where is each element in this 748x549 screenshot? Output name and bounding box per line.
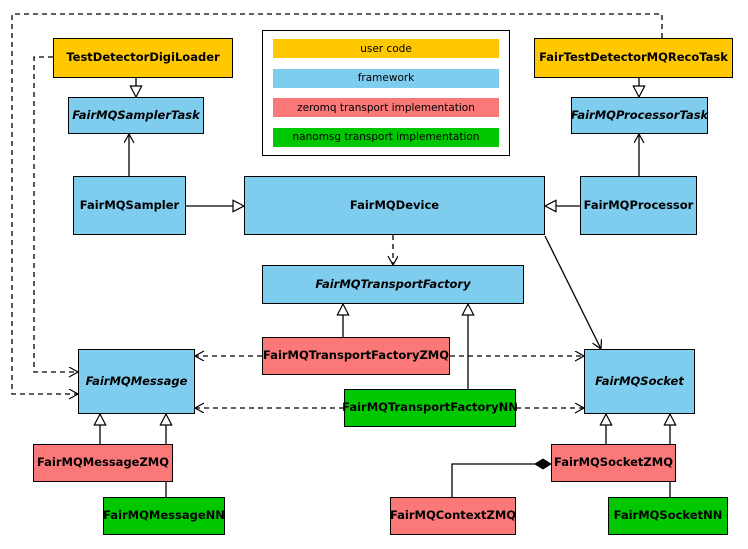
class-label: FairMQSamplerTask (72, 107, 200, 122)
class-node-fairtestdetectormqrecotask[interactable]: FairTestDetectorMQRecoTask (534, 38, 733, 78)
legend-label: zeromq transport implementation (297, 101, 475, 114)
class-node-fairmqsampler[interactable]: FairMQSampler (73, 176, 186, 235)
class-node-fairmqprocessor[interactable]: FairMQProcessor (580, 176, 697, 235)
edge-device-socket (544, 235, 601, 349)
class-label: FairMQSocketNN (613, 508, 723, 523)
class-label: FairMQProcessorTask (570, 107, 709, 122)
class-label: FairMQContextZMQ (389, 508, 517, 523)
class-label: FairMQMessage (85, 373, 188, 388)
class-label: FairMQTransportFactoryNN (342, 400, 518, 415)
legend-label: framework (357, 72, 415, 85)
class-label: FairMQProcessor (583, 197, 694, 212)
legend-label: user code (360, 42, 412, 55)
legend-item-framework: framework (273, 68, 499, 88)
class-label: FairMQMessageZMQ (36, 455, 170, 470)
class-node-fairmqprocessortask[interactable]: FairMQProcessorTask (571, 97, 708, 134)
class-node-fairmqtransportfactorynn[interactable]: FairMQTransportFactoryNN (342, 389, 518, 427)
class-node-fairmqsamplertask[interactable]: FairMQSamplerTask (68, 97, 204, 134)
class-label: FairMQTransportFactoryZMQ (263, 348, 450, 363)
class-node-fairmqmessage[interactable]: FairMQMessage (78, 349, 195, 414)
legend-item-zeromq: zeromq transport implementation (273, 98, 499, 118)
class-label: FairMQTransportFactory (315, 276, 471, 291)
legend-item-user-code: user code (273, 39, 499, 58)
edge-contextzmq-socketzmq (451, 458, 552, 497)
class-node-fairmqdevice[interactable]: FairMQDevice (244, 176, 545, 235)
class-node-fairmqtransportfactory[interactable]: FairMQTransportFactory (262, 265, 524, 304)
class-node-fairmqmessagezmq[interactable]: FairMQMessageZMQ (33, 444, 173, 482)
class-label: FairMQSocket (595, 373, 684, 388)
class-label: FairMQDevice (349, 197, 440, 212)
class-label: FairMQMessageNN (103, 508, 225, 523)
class-label: FairMQSampler (79, 197, 180, 212)
class-node-fairmqcontextzmq[interactable]: FairMQContextZMQ (390, 497, 516, 535)
class-node-fairmqsocketnn[interactable]: FairMQSocketNN (608, 497, 728, 535)
class-node-fairmqtransportfactoryzmq[interactable]: FairMQTransportFactoryZMQ (262, 337, 450, 375)
class-label: FairTestDetectorMQRecoTask (539, 50, 728, 65)
class-node-fairmqsocketzmq[interactable]: FairMQSocketZMQ (551, 444, 676, 482)
class-label: TestDetectorDigiLoader (66, 50, 220, 65)
class-node-testdetectordigiloader[interactable]: TestDetectorDigiLoader (53, 38, 233, 78)
legend-label: nanomsg transport implementation (292, 131, 480, 144)
class-node-fairmqmessagenn[interactable]: FairMQMessageNN (103, 497, 225, 535)
legend-panel: user code framework zeromq transport imp… (262, 30, 510, 156)
class-label: FairMQSocketZMQ (554, 455, 673, 470)
class-node-fairmqsocket[interactable]: FairMQSocket (584, 349, 695, 414)
legend-item-nanomsg: nanomsg transport implementation (273, 127, 499, 147)
